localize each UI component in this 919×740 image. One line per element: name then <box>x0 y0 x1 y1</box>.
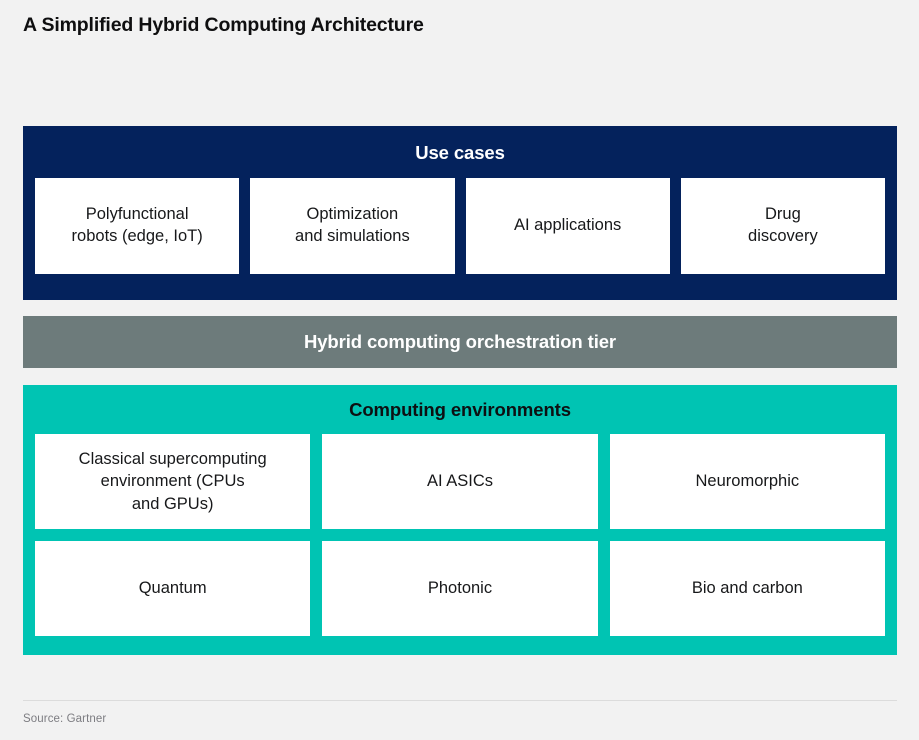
layer-computing-environments-title: Computing environments <box>349 399 571 420</box>
footer-divider <box>23 700 897 701</box>
use-case-item[interactable]: AI applications <box>465 178 670 274</box>
environment-item[interactable]: Photonic <box>322 541 598 636</box>
layer-orchestration: Hybrid computing orchestration tier <box>23 316 897 368</box>
use-case-item[interactable]: Polyfunctional robots (edge, IoT) <box>35 178 240 274</box>
environment-item[interactable]: Classical supercomputing environment (CP… <box>35 434 311 529</box>
layer-orchestration-title: Hybrid computing orchestration tier <box>303 331 617 352</box>
source-note: Source: Gartner <box>23 713 107 725</box>
environment-item[interactable]: Quantum <box>35 541 311 636</box>
layer-use-cases-title: Use cases <box>415 142 505 163</box>
use-cases-row: Polyfunctional robots (edge, IoT) Optimi… <box>35 178 885 274</box>
use-case-item[interactable]: Optimization and simulations <box>250 178 455 274</box>
layer-use-cases: Use cases Polyfunctional robots (edge, I… <box>23 126 897 300</box>
page-title: A Simplified Hybrid Computing Architectu… <box>23 14 424 36</box>
environment-item[interactable]: Bio and carbon <box>609 541 885 636</box>
computing-environments-grid: Classical supercomputing environment (CP… <box>35 434 885 636</box>
use-case-item[interactable]: Drug discovery <box>680 178 885 274</box>
environment-item[interactable]: AI ASICs <box>322 434 598 529</box>
environment-item[interactable]: Neuromorphic <box>609 434 885 529</box>
layer-computing-environments: Computing environments Classical superco… <box>23 385 897 655</box>
